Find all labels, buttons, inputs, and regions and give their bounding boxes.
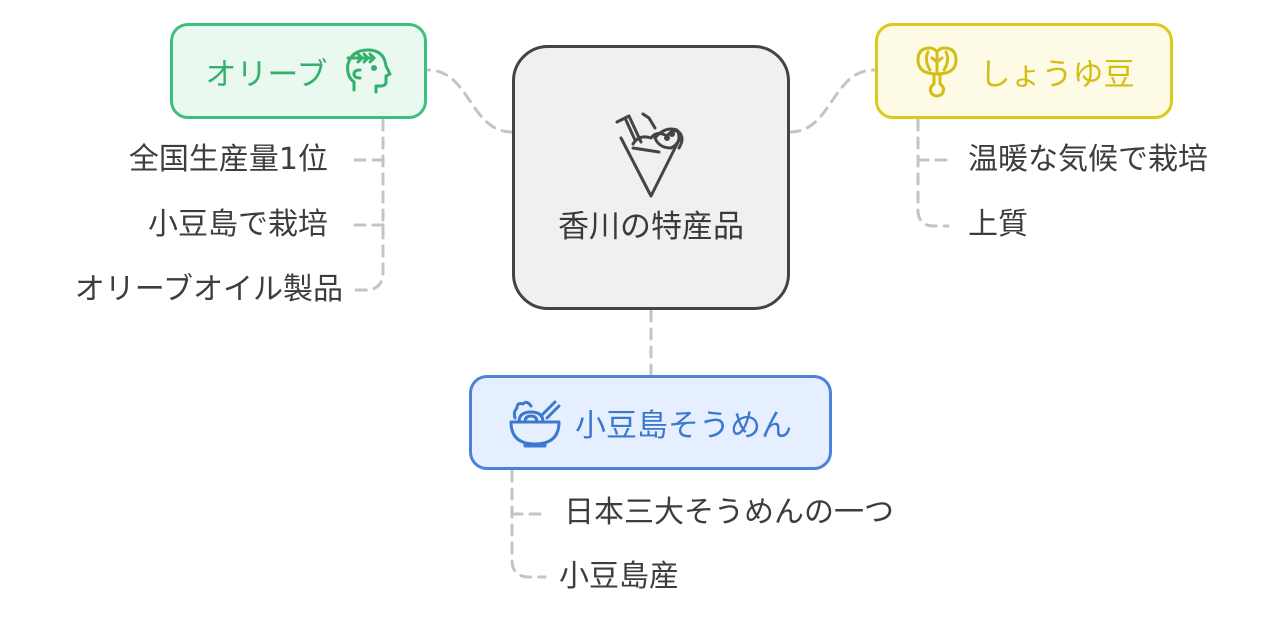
connector-center-soy <box>788 68 876 134</box>
branch-label-shoyu-mame: しょうゆ豆 <box>979 56 1135 93</box>
leaf-shoyu-2: 上質 <box>968 207 1028 242</box>
branch-node-shoyu-mame[interactable]: しょうゆ豆 <box>875 23 1173 119</box>
leaf-olive-2: 小豆島で栽培 <box>148 207 328 242</box>
connector-olive-children <box>350 118 385 292</box>
connector-somen-children <box>510 469 547 579</box>
branch-node-olive[interactable]: オリーブ <box>170 23 427 119</box>
center-label: 香川の特産品 <box>558 208 744 245</box>
branch-label-somen: 小豆島そうめん <box>575 408 792 444</box>
bean-sprout-icon <box>914 44 960 98</box>
noodle-bowl-icon <box>509 398 561 448</box>
crepe-cone-icon <box>615 108 687 198</box>
leaf-olive-1: 全国生産量1位 <box>128 142 328 177</box>
center-node[interactable]: 香川の特産品 <box>512 45 790 310</box>
leaf-olive-3: オリーブオイル製品 <box>74 272 343 307</box>
leaf-shoyu-1: 温暖な気候で栽培 <box>968 142 1208 177</box>
leaf-somen-1: 日本三大そうめんの一つ <box>564 495 894 530</box>
head-olive-branch-icon <box>344 46 392 96</box>
connector-center-olive <box>426 68 514 134</box>
connector-soy-children <box>916 118 950 228</box>
branch-node-somen[interactable]: 小豆島そうめん <box>469 375 832 470</box>
branch-label-olive: オリーブ <box>205 56 328 93</box>
leaf-somen-2: 小豆島産 <box>559 559 679 594</box>
